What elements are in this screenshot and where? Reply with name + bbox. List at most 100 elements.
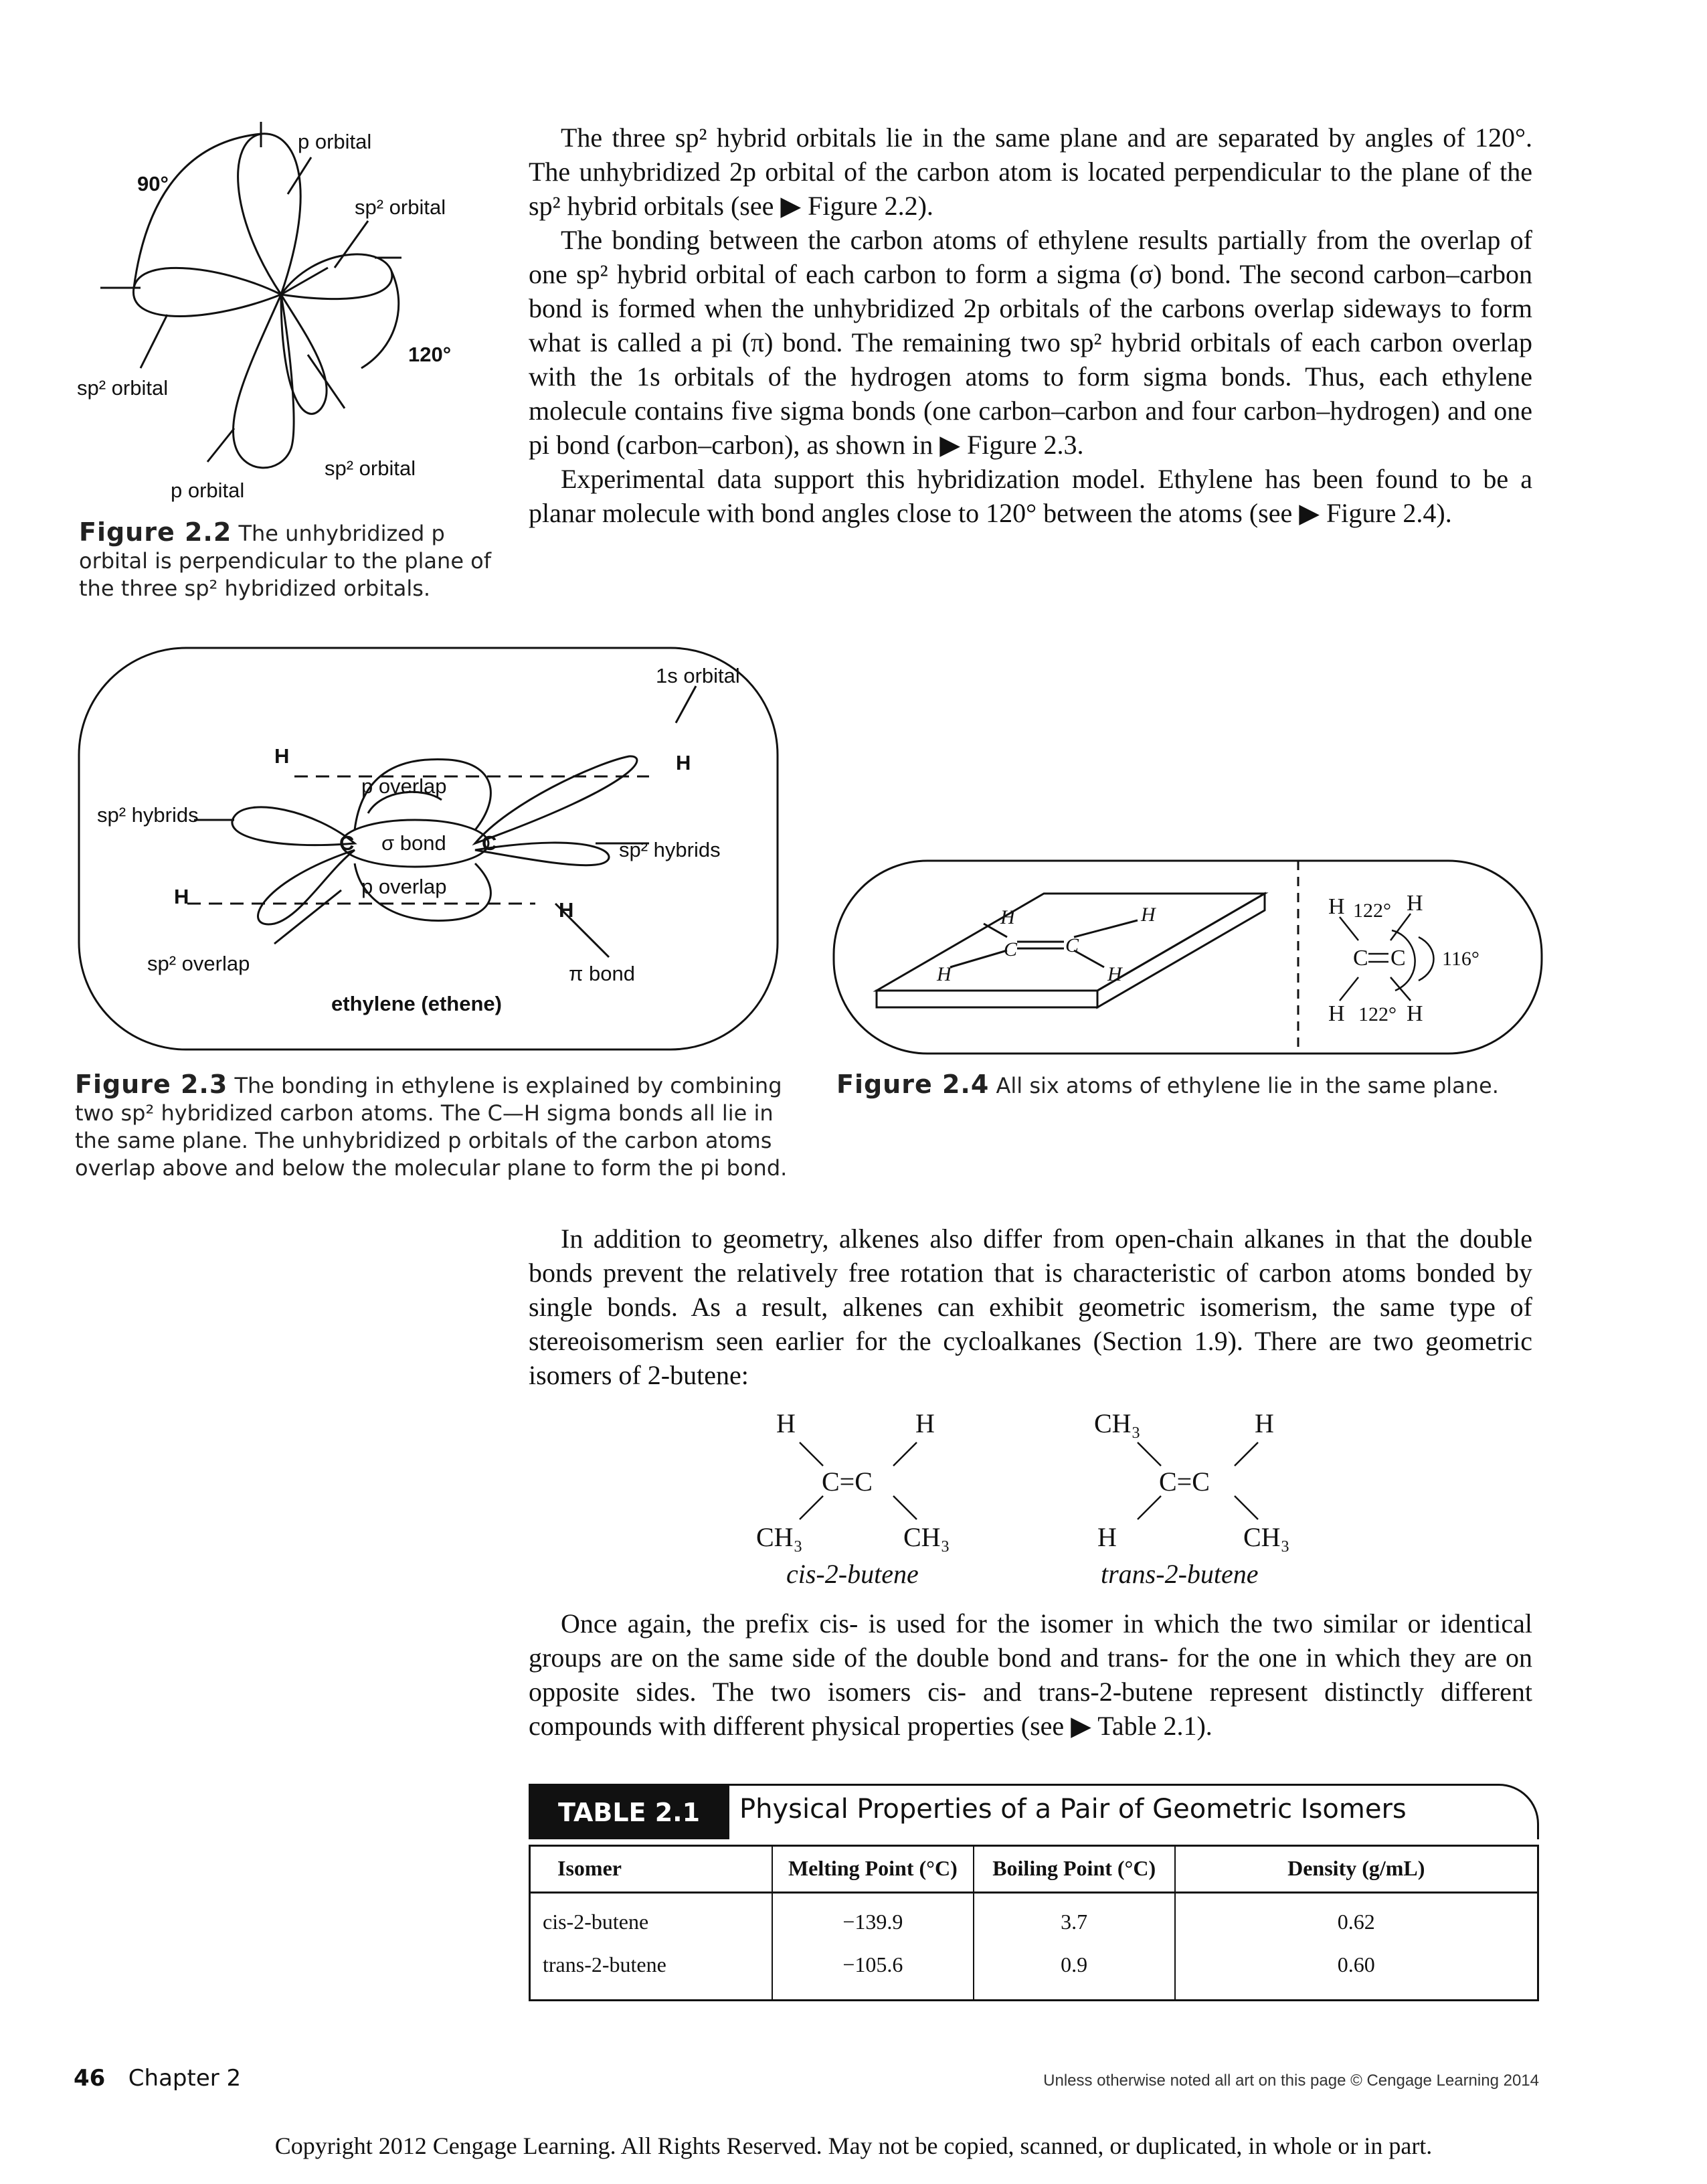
figure-2-3-text: The bonding in ethylene is explained by …: [75, 1073, 788, 1181]
paragraph: Once again, the prefix cis- is used for …: [529, 1608, 1532, 1741]
svg-text:C: C: [1004, 938, 1018, 960]
sp2-bottom-lobe: [280, 290, 328, 415]
fig24-h1: H: [1328, 894, 1345, 919]
isomerism-text: In addition to geometry, alkenes also di…: [529, 1222, 1532, 1392]
label-p-overlap-bottom: p overlap: [361, 875, 447, 898]
fig24-angle-right: 116°: [1442, 948, 1479, 970]
molecule-in-plane: H C C H H H: [936, 904, 1157, 985]
cell-melting: −139.9: [771, 1892, 974, 1943]
figure-2-2-caption: Figure 2.2 The unhybridized p orbital is…: [79, 519, 494, 602]
cell-boiling: 0.9: [972, 1943, 1175, 1999]
paragraph: The bonding between the carbon atoms of …: [529, 225, 1532, 460]
cis-bottom-right: CH₃: [903, 1522, 950, 1552]
label-1s-orbital: 1s orbital: [656, 664, 740, 687]
figure-2-4-text: All six atoms of ethylene lie in the sam…: [996, 1073, 1499, 1098]
cis-center: C=C: [822, 1466, 873, 1497]
cell-density: 0.60: [1174, 1943, 1537, 1999]
cis-name: cis-2-butene: [786, 1559, 919, 1589]
label-c-right: C: [482, 831, 497, 855]
sp2-left-lobe: [132, 266, 284, 317]
label-p-overlap-top: p overlap: [361, 774, 447, 798]
label-h-top-left: H: [274, 744, 289, 768]
figure-2-3-caption: Figure 2.3 The bonding in ethylene is ex…: [75, 1071, 791, 1182]
cis-top-left: H: [776, 1408, 796, 1438]
label-pi-bond: π bond: [569, 962, 635, 985]
table-2-1: TABLE 2.1 Physical Properties of a Pair …: [529, 1784, 1539, 2001]
label-c-left: C: [339, 831, 354, 855]
svg-text:H: H: [1140, 904, 1157, 926]
figure-2-2-text: The unhybridized p orbital is perpendicu…: [79, 521, 492, 601]
copyright-notice: Copyright 2012 Cengage Learning. All Rig…: [274, 2132, 1433, 2159]
data-table: Isomer Melting Point (°C) Boiling Point …: [531, 1847, 1537, 1999]
label-h-top-right: H: [676, 751, 691, 774]
cis-top-right: H: [915, 1408, 935, 1438]
svg-text:C: C: [1065, 934, 1079, 956]
label-ethylene: ethylene (ethene): [331, 992, 502, 1015]
cis-bottom-left: CH₃: [756, 1522, 803, 1552]
trans-name: trans-2-butene: [1101, 1559, 1259, 1589]
trans-top-right: H: [1255, 1408, 1274, 1438]
table-row: trans-2-butene −105.6 0.9 0.60: [531, 1943, 1537, 1999]
cell-boiling: 3.7: [972, 1892, 1175, 1943]
col-isomer: Isomer: [531, 1847, 772, 1894]
label-sp2-hybrids-left: sp² hybrids: [97, 803, 199, 827]
figure-2-4-diagram: H C C H H H H H H H C C 122° 122° 116°: [832, 859, 1543, 1055]
label-sp2-orbital-bottom: sp² orbital: [325, 456, 416, 480]
figure-2-4-label: Figure 2.4: [836, 1070, 990, 1099]
label-sp2-orbital-right: sp² orbital: [355, 195, 446, 219]
table-title-bar: TABLE 2.1 Physical Properties of a Pair …: [529, 1784, 1539, 1839]
top-body-text: The three sp² hybrid orbitals lie in the…: [529, 120, 1532, 530]
label-angle-90: 90°: [137, 172, 169, 195]
figure-2-3-label: Figure 2.3: [75, 1070, 228, 1099]
paragraph: Experimental data support this hybridiza…: [529, 464, 1532, 528]
trans-bottom-right: CH₃: [1243, 1522, 1290, 1552]
col-density: Density (g/mL): [1174, 1847, 1537, 1894]
col-boiling: Boiling Point (°C): [972, 1847, 1175, 1894]
col-melting: Melting Point (°C): [771, 1847, 974, 1894]
fig24-angle-bottom: 122°: [1358, 1003, 1397, 1025]
butene-structures: H H C=C CH₃ CH₃ cis-2-butene CH₃ H C=C H…: [756, 1408, 1290, 1589]
cell-density: 0.62: [1174, 1892, 1537, 1943]
sp2-right-lobe: [279, 253, 393, 301]
label-angle-120: 120°: [408, 343, 451, 366]
paragraph: The three sp² hybrid orbitals lie in the…: [529, 122, 1532, 221]
cell-isomer: cis-2-butene: [543, 1909, 649, 1934]
cell-melting: −105.6: [771, 1943, 974, 1999]
table-title: Physical Properties of a Pair of Geometr…: [739, 1794, 1407, 1825]
fig24-c1: C: [1353, 946, 1368, 971]
label-h-bottom-right: H: [559, 898, 573, 922]
p-orbital-lower-lobe: [232, 290, 295, 469]
p-orbital-upper-lobe: [237, 133, 302, 297]
svg-text:H: H: [1000, 906, 1016, 928]
paragraph: In addition to geometry, alkenes also di…: [529, 1224, 1532, 1390]
label-sp2-hybrids-right: sp² hybrids: [619, 838, 721, 861]
table-row: cis-2-butene −139.9 3.7 0.62: [531, 1892, 1537, 1943]
trans-center: C=C: [1159, 1466, 1210, 1497]
fig24-c2: C: [1390, 946, 1406, 971]
figure-2-2-diagram: p orbital sp² orbital 90° 120° sp² orbit…: [77, 122, 451, 502]
label-p-orbital-bottom: p orbital: [171, 479, 244, 502]
label-sp2-overlap: sp² overlap: [147, 952, 250, 975]
label-h-bottom-left: H: [174, 885, 189, 908]
trans-top-left: CH₃: [1094, 1408, 1141, 1438]
fig24-h3: H: [1328, 1001, 1345, 1026]
prefix-text: Once again, the prefix cis- is used for …: [529, 1606, 1532, 1743]
chapter-label: Chapter 2: [128, 2065, 242, 2092]
svg-text:H: H: [936, 963, 953, 985]
trans-bottom-left: H: [1097, 1522, 1117, 1552]
page-number: 46: [74, 2065, 106, 2092]
table-tag: TABLE 2.1: [529, 1786, 729, 1839]
page-footer: 46 Chapter 2 Unless otherwise noted all …: [74, 2065, 1539, 2098]
label-p-orbital-top: p orbital: [298, 130, 371, 153]
svg-text:H: H: [1107, 963, 1124, 985]
label-sigma-bond: σ bond: [381, 831, 446, 855]
figure-2-3-diagram: 1s orbital H H p overlap sp² hybrids C σ…: [78, 647, 779, 1051]
art-credit: Unless otherwise noted all art on this p…: [1043, 2072, 1539, 2090]
fig24-angle-top: 122°: [1353, 900, 1391, 922]
fig24-h4: H: [1407, 1001, 1423, 1026]
cell-isomer: trans-2-butene: [543, 1952, 666, 1977]
fig24-h2: H: [1407, 891, 1423, 916]
figure-2-4-caption: Figure 2.4 All six atoms of ethylene lie…: [836, 1071, 1559, 1100]
figure-2-2-label: Figure 2.2: [79, 517, 232, 547]
label-sp2-orbital-left: sp² orbital: [77, 376, 168, 400]
